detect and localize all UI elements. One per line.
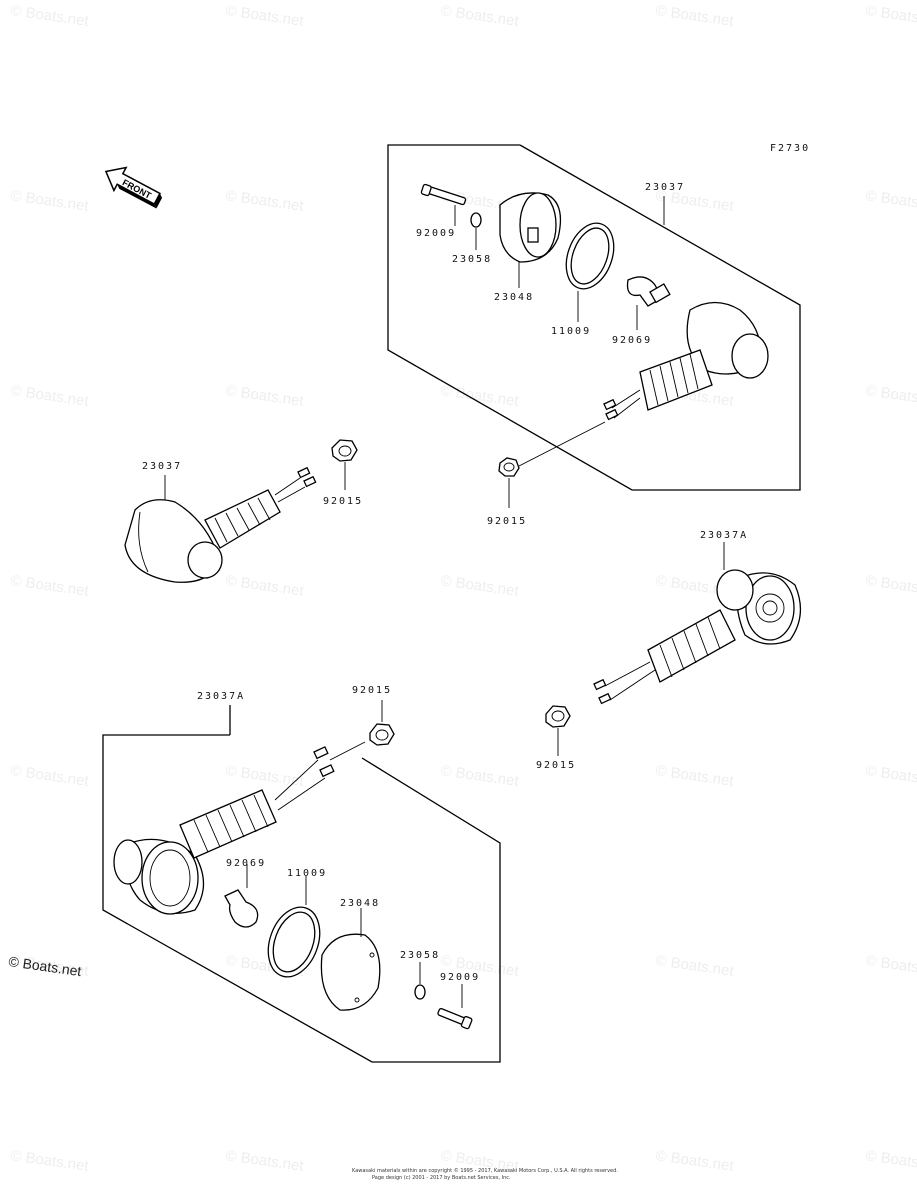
copyright-line-2: Page design (c) 2001 - 2017 by Boats.net… [372,1175,511,1181]
callout-labels: 23037 92009 23058 23048 11009 92069 9201… [142,182,748,983]
middle-right-lamp [545,542,802,756]
ll-boundary-frame [102,734,501,1063]
watermark-text: © Boats.net [439,762,520,790]
callout-mr-23037a: 23037A [700,530,748,541]
watermark-text: © Boats.net [224,382,305,410]
upper-left-lamp [124,439,358,583]
watermark-text: © Boats.net [9,382,90,410]
copyright-line-1: Kawasaki materials within are copyright … [352,1167,618,1174]
watermark-text: © Boats.net [654,1147,735,1175]
ur-screw-92009 [420,183,467,206]
ur-lens-23048 [499,192,562,263]
ur-housing [603,301,769,421]
ll-gasket-11009 [267,906,321,978]
callout-ul-92015: 92015 [323,496,363,507]
ll-bulb-92069 [224,889,259,928]
ur-gasket-11009 [565,222,615,290]
watermark-text: © Boats.net [654,762,735,790]
callout-ur-23037: 23037 [645,182,685,193]
watermark-text: © Boats.net [864,952,917,980]
callout-ll-92015: 92015 [352,685,392,696]
ll-lens-23048 [320,933,381,1011]
watermark-text: © Boats.net [9,187,90,215]
watermark-text: © Boats.net [224,762,305,790]
callout-ur-23048: 23048 [494,292,534,303]
ur-boundary-frame [387,144,801,491]
callout-ll-92069: 92069 [226,858,266,869]
callout-ur-11009: 11009 [551,326,591,337]
ur-bulb-92069 [626,276,671,307]
watermark-text: © Boats.net [864,382,917,410]
watermark-text: © Boats.net [864,187,917,215]
callout-ll-23037a: 23037A [197,691,245,702]
watermark-text: © Boats.net [224,572,305,600]
callout-ur-23058: 23058 [452,254,492,265]
upper-right-assembly [387,144,801,508]
ll-nut-92015 [369,723,395,746]
watermark-text: © Boats.net [9,2,90,30]
watermark-text: © Boats.net [654,2,735,30]
watermark-text: © Boats.net [439,572,520,600]
watermark-text: © Boats.net [864,1147,917,1175]
ul-nut-92015 [331,439,358,462]
watermark-text: © Boats.net [654,952,735,980]
watermark-text: © Boats.net [439,2,520,30]
ll-washer-23058 [414,984,426,1000]
mr-nut-92015 [545,705,571,728]
callout-ll-92009: 92009 [440,972,480,983]
watermark-text: © Boats.net [9,762,90,790]
figure-code: F2730 [770,143,810,154]
front-arrow-icon: FRONT [104,166,163,209]
callout-ll-23048: 23048 [340,898,380,909]
callout-ll-11009: 11009 [287,868,327,879]
callout-ur-92009: 92009 [416,228,456,239]
callout-ul-23037: 23037 [142,461,182,472]
watermark-text: © Boats.net [864,2,917,30]
lower-left-assembly [102,700,501,1063]
watermark-text: © Boats.net [224,1147,305,1175]
callout-ur-92015: 92015 [487,516,527,527]
watermark-text: © Boats.net [224,187,305,215]
callout-ur-92069: 92069 [612,335,652,346]
watermark-text: © Boats.net [864,572,917,600]
callout-ll-23058: 23058 [400,950,440,961]
watermark-text: © Boats.net [9,572,90,600]
watermark-text: © Boats.net [9,1147,90,1175]
watermark-text: © Boats.net [864,762,917,790]
ur-nut-92015 [498,457,520,477]
ll-screw-92009 [437,1007,473,1030]
callout-mr-92015: 92015 [536,760,576,771]
ur-washer-23058 [470,212,482,228]
watermark-text: © Boats.net [224,2,305,30]
